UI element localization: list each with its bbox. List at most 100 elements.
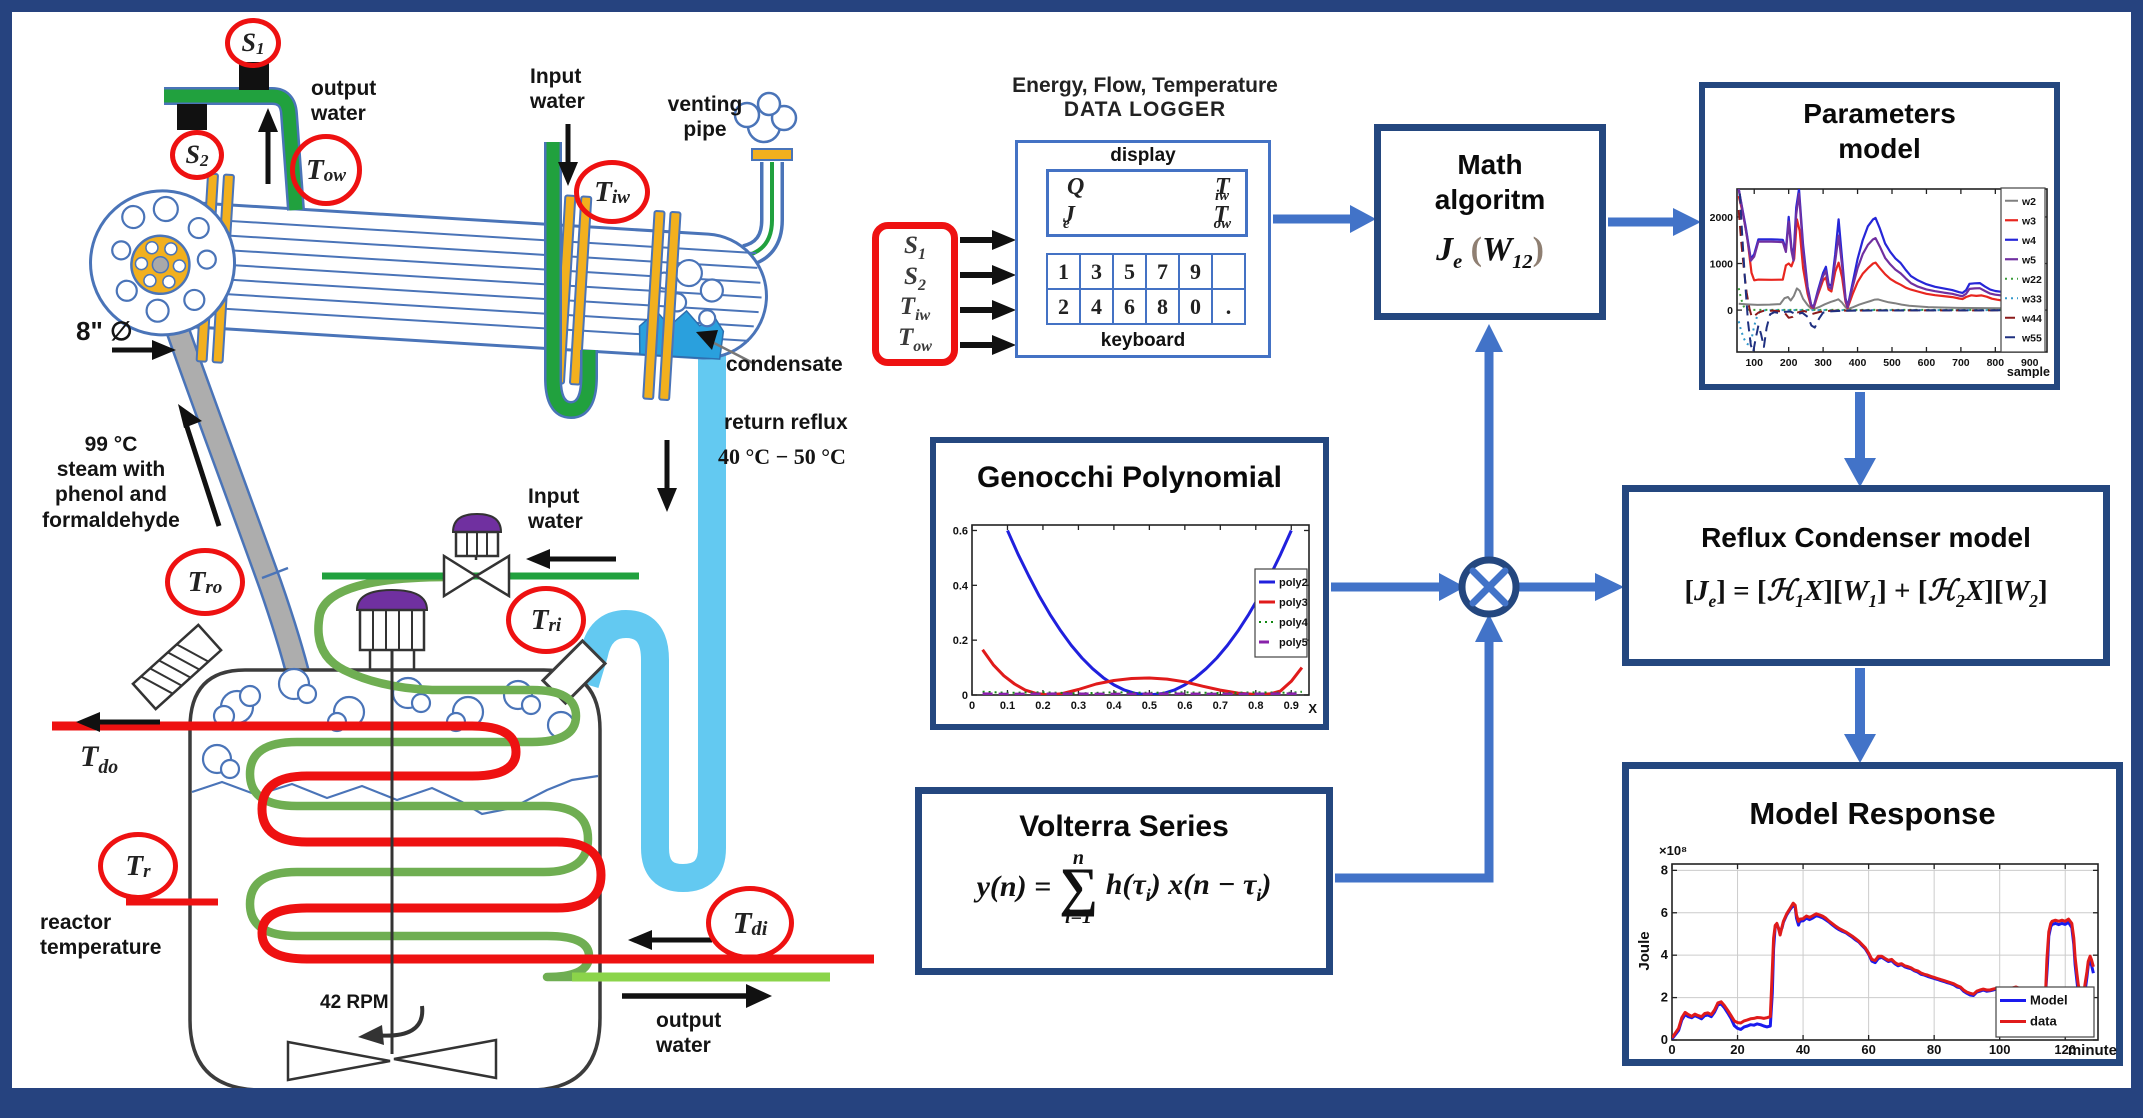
coil-green	[245, 572, 830, 982]
svg-text:300: 300	[1814, 357, 1832, 369]
svg-text:0.8: 0.8	[1248, 700, 1263, 712]
reflux-temp-label: 40 °C − 50 °C	[718, 444, 846, 469]
input-s2: S2	[904, 262, 926, 294]
venting-pipe-label: venting pipe	[667, 93, 743, 142]
heat-exchanger	[89, 172, 768, 401]
svg-text:20: 20	[1730, 1042, 1744, 1057]
svg-text:0.4: 0.4	[953, 580, 969, 592]
impeller-right	[393, 1038, 498, 1080]
output-water-bottom-label: output water	[656, 1009, 722, 1058]
svg-text:1000: 1000	[1710, 259, 1734, 271]
condensate-label: condensate	[726, 353, 843, 376]
multiplier-node	[1458, 556, 1520, 618]
sensor-input-group: S1 S2 Tiw Tow	[872, 222, 958, 366]
svg-text:8: 8	[1661, 862, 1668, 877]
svg-text:40: 40	[1796, 1042, 1810, 1057]
svg-text:0: 0	[1668, 1042, 1675, 1057]
svg-text:w33: w33	[2021, 293, 2042, 305]
svg-text:2: 2	[1661, 990, 1668, 1005]
key-3[interactable]: 3	[1079, 253, 1114, 290]
datalogger-title-line2: DATA LOGGER	[1063, 98, 1227, 122]
key-dot[interactable]: .	[1211, 288, 1246, 325]
rpm-label: 42 RPM	[320, 992, 389, 1013]
svg-text:w22: w22	[2021, 274, 2042, 286]
reflux-formula: [Je] = [ℋ1X][W1] + [ℋ2X][W2]	[1684, 575, 2048, 611]
svg-text:poly4: poly4	[1279, 617, 1309, 629]
key-2[interactable]: 2	[1046, 288, 1081, 325]
key-8[interactable]: 8	[1145, 288, 1180, 325]
display-q: Q	[1067, 174, 1085, 200]
key-4[interactable]: 4	[1079, 288, 1114, 325]
reactor-temperature-label: reactor temperature	[40, 911, 162, 960]
key-blank[interactable]	[1211, 253, 1246, 290]
key-6[interactable]: 6	[1112, 288, 1147, 325]
input-tow: Tow	[898, 323, 932, 355]
svg-text:w4: w4	[2021, 235, 2036, 247]
key-0[interactable]: 0	[1178, 288, 1213, 325]
svg-text:400: 400	[1849, 357, 1867, 369]
datalogger-keyboard[interactable]: 1 3 5 7 9 2 4 6 8 0 .	[1046, 253, 1246, 325]
svg-text:poly3: poly3	[1279, 597, 1308, 609]
svg-text:0.3: 0.3	[1071, 700, 1086, 712]
svg-text:6: 6	[1661, 905, 1668, 920]
output-water-top-label: output water	[311, 77, 377, 126]
volterra-title: Volterra Series	[1019, 810, 1229, 843]
volterra-block: Volterra Series y(n) = n ∑ i=1 h(τi) x(n…	[915, 787, 1333, 975]
volterra-lhs: y(n) =	[976, 870, 1052, 904]
input-s1: S1	[904, 232, 926, 264]
reflux-condenser-block: Reflux Condenser model [Je] = [ℋ1X][W1] …	[1622, 485, 2110, 666]
key-9[interactable]: 9	[1178, 253, 1213, 290]
input-water-top-label: Input water	[530, 65, 585, 114]
steam-cloud-icon	[733, 91, 798, 144]
diagram-artwork	[52, 62, 1876, 1088]
steam-pipe	[158, 304, 313, 686]
svg-text:0: 0	[962, 690, 968, 702]
svg-text:data: data	[2030, 1014, 2058, 1029]
svg-text:200: 200	[1780, 357, 1798, 369]
sigma-icon: n ∑ i=1	[1059, 846, 1098, 928]
key-1[interactable]: 1	[1046, 253, 1081, 290]
tube-sheet-rosette	[130, 234, 191, 296]
key-7[interactable]: 7	[1145, 253, 1180, 290]
tag-tdo: Tdo	[80, 740, 119, 778]
input-water-mid-label: Input water	[528, 485, 583, 534]
svg-text:100: 100	[1745, 357, 1763, 369]
svg-text:100: 100	[1989, 1042, 2011, 1057]
datalogger-title: Energy, Flow, Temperature DATA LOGGER	[990, 74, 1300, 122]
rpm-arrow	[373, 1005, 425, 1038]
svg-text:minute: minute	[2068, 1042, 2117, 1059]
svg-text:Joule: Joule	[1636, 931, 1653, 970]
key-5[interactable]: 5	[1112, 253, 1147, 290]
math-formula: Je (W12)	[1436, 231, 1544, 273]
impeller-left	[286, 1040, 391, 1082]
math-title-line1: Math	[1457, 149, 1523, 180]
reflux-return-pipe	[571, 352, 726, 892]
svg-text:900: 900	[2021, 357, 2039, 369]
svg-text:4: 4	[1661, 947, 1669, 962]
params-title-line2: model	[1838, 133, 1921, 164]
svg-text:600: 600	[1918, 357, 1936, 369]
flow-arrows	[76, 108, 1016, 1008]
svg-text:0.6: 0.6	[953, 525, 968, 537]
svg-text:w44: w44	[2021, 313, 2042, 325]
agitator-motor	[355, 588, 429, 670]
sensor-s2-block	[177, 104, 207, 130]
reactor-vessel	[52, 512, 874, 1088]
svg-text:0.9: 0.9	[1284, 700, 1299, 712]
svg-text:X: X	[1308, 701, 1317, 716]
